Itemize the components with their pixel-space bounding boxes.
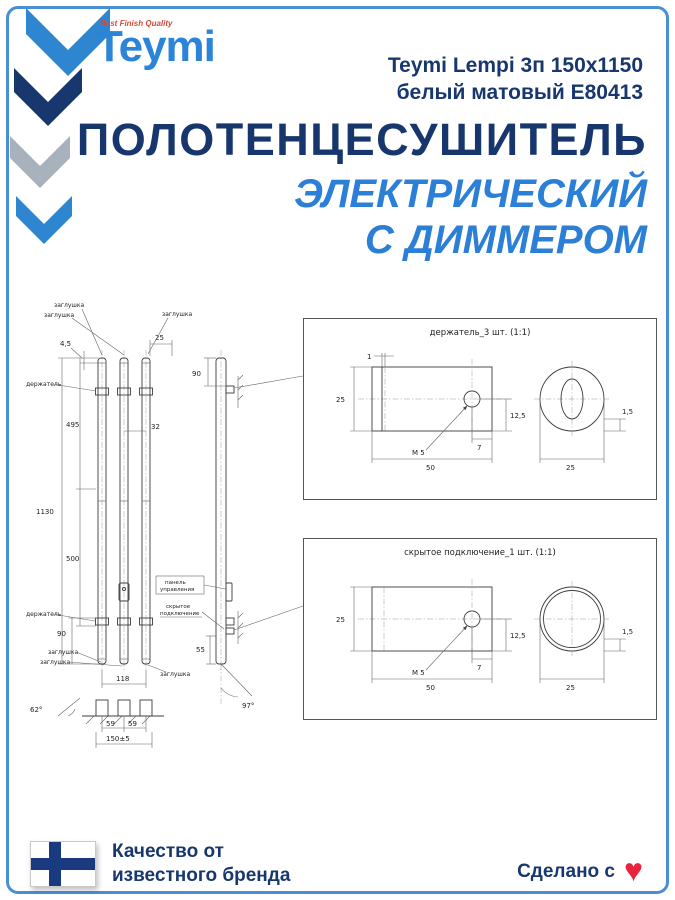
product-name-line1: Teymi Lempi 3п 150x1150 — [387, 54, 643, 77]
chevron-blue-small — [16, 196, 72, 244]
label-cap-bottom-3: заглушка — [160, 671, 191, 678]
dim-25-right: 25 — [566, 684, 575, 692]
dim-25-left: 25 — [336, 616, 345, 624]
chevron-gray — [10, 136, 70, 188]
bracket-detail-title: держатель_3 шт. (1:1) — [430, 328, 531, 338]
title-electric: ЭЛЕКТРИЧЕСКИЙ — [294, 172, 647, 217]
label-cap-top-1: заглушка — [54, 302, 85, 309]
quality-badge: Качество от известного бренда — [30, 840, 290, 888]
dim-1-5: 1,5 — [622, 628, 633, 636]
angle-97: 97° — [242, 702, 254, 710]
label-cap-top-3: заглушка — [162, 311, 193, 318]
quality-text-line2: известного бренда — [112, 864, 291, 886]
heart-icon: ♥ — [624, 852, 643, 888]
dim-50: 50 — [426, 684, 435, 692]
label-cap-top-2: заглушка — [44, 312, 75, 319]
chevron-blue-large — [26, 8, 110, 76]
label-hidden-line2: подключение — [160, 611, 200, 617]
dim-25-right: 25 — [566, 464, 575, 472]
dim-12-5: 12,5 — [510, 632, 526, 640]
quality-text: Качество от известного бренда — [112, 840, 290, 888]
dim-118: 118 — [116, 675, 129, 683]
label-panel-line2: управления — [160, 587, 194, 593]
title-dimmer: С ДИММЕРОМ — [364, 218, 647, 263]
hidden-connection-detail-drawing: скрытое подключение_1 шт. (1:1) М 5 25 1… — [336, 548, 633, 692]
dimensions: 1130 495 500 4,5 25 90 32 — [36, 334, 254, 710]
label-bracket-top: держатель — [26, 381, 62, 388]
dim-50: 50 — [426, 464, 435, 472]
side-view — [215, 350, 244, 672]
dim-500: 500 — [66, 555, 79, 563]
dim-flange-1: 1 — [367, 353, 371, 361]
bracket-detail-drawing: держатель_3 шт. (1:1) М 5 1 25 12,5 — [336, 328, 633, 472]
dim-7: 7 — [477, 444, 481, 452]
dim-495: 495 — [66, 421, 79, 429]
dim-4-5: 4,5 — [60, 340, 71, 348]
dim-25-left: 25 — [336, 396, 345, 404]
brand-tagline: Best Finish Quality — [100, 19, 173, 28]
dim-7: 7 — [477, 664, 481, 672]
quality-text-line1: Качество от — [112, 841, 224, 862]
main-title-block: ПОЛОТЕНЦЕСУШИТЕЛЬ ЭЛЕКТРИЧЕСКИЙ С ДИММЕР… — [77, 116, 647, 263]
dim-150: 150±5 — [106, 735, 130, 743]
dim-12-5: 12,5 — [510, 412, 526, 420]
dim-59-left: 59 — [106, 720, 115, 728]
angle-62: 62° — [30, 706, 42, 714]
flag-cross-vertical — [49, 841, 61, 886]
label-panel-line1: панель — [165, 580, 186, 586]
dim-90-bottom: 90 — [57, 630, 66, 638]
dim-25: 25 — [155, 334, 164, 342]
dim-90: 90 — [192, 370, 201, 378]
dim-55: 55 — [196, 646, 205, 654]
decorative-chevrons — [10, 8, 110, 244]
label-hidden-line1: скрытое — [166, 604, 191, 610]
brand-logo: Teymi — [96, 22, 216, 71]
dim-1130: 1130 — [36, 508, 54, 516]
made-with-text: Сделано с — [517, 861, 615, 882]
label-cap-bottom-2: заглушка — [40, 659, 71, 666]
label-cap-bottom-1: заглушка — [48, 649, 79, 656]
chevron-navy — [14, 68, 82, 126]
dim-1-5: 1,5 — [622, 408, 633, 416]
front-view — [95, 350, 153, 672]
hidden-connection-title: скрытое подключение_1 шт. (1:1) — [404, 548, 556, 558]
finland-flag-icon — [30, 840, 96, 887]
product-name-line2: белый матовый E80413 — [396, 81, 643, 105]
product-title: Teymi Lempi 3п 150x1150 белый матовый E8… — [388, 52, 643, 107]
mount-feet-view: 62° 59 59 150±5 — [30, 697, 164, 748]
dim-32: 32 — [151, 423, 160, 431]
flag-cross-horizontal — [31, 857, 95, 870]
callout-labels: заглушка заглушка заглушка держатель дер… — [26, 302, 227, 678]
detail-box-hidden-connection: скрытое подключение_1 шт. (1:1) М 5 25 1… — [303, 538, 657, 720]
detail-box-bracket: держатель_3 шт. (1:1) М 5 1 25 12,5 — [303, 318, 657, 500]
thread-callout-m5: М 5 — [412, 449, 425, 457]
title-product-type: ПОЛОТЕНЦЕСУШИТЕЛЬ — [76, 114, 647, 165]
label-bracket-bottom: держатель — [26, 611, 62, 618]
made-with-badge: Сделано с ♥ — [517, 852, 643, 888]
connector-lines — [233, 375, 304, 631]
technical-drawing: 1130 495 500 4,5 25 90 32 — [26, 302, 304, 748]
dim-59-right: 59 — [128, 720, 137, 728]
thread-callout-m5: М 5 — [412, 669, 425, 677]
